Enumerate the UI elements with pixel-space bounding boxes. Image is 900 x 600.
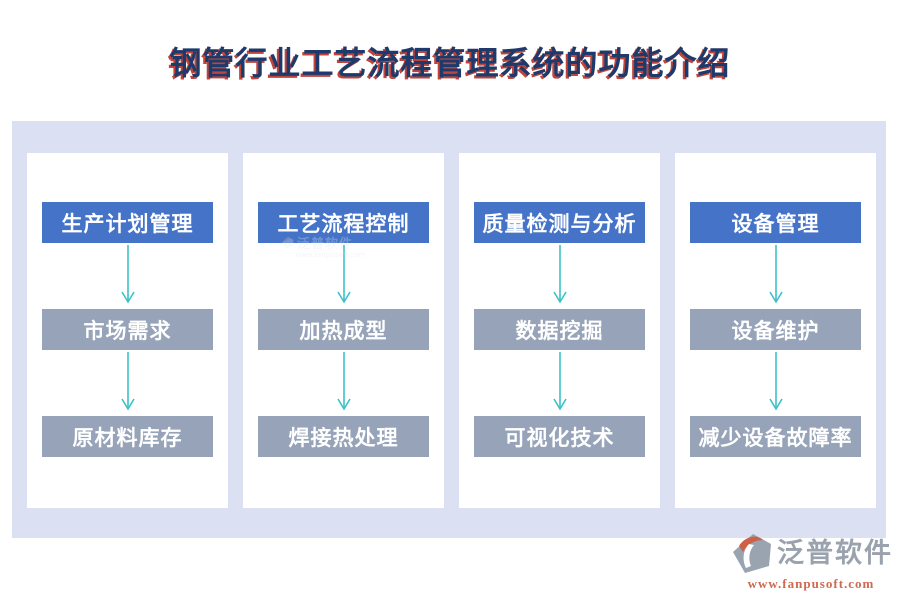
flow-step-box: 加热成型 — [258, 309, 429, 350]
flow-step-box: 可视化技术 — [474, 416, 645, 457]
down-arrow-icon — [119, 243, 137, 309]
down-arrow-icon — [767, 350, 785, 416]
flow-header-box: 生产计划管理 — [42, 202, 213, 243]
flow-column-production-planning: 生产计划管理 市场需求 原材料库存 — [27, 153, 228, 508]
flow-step-box: 焊接热处理 — [258, 416, 429, 457]
watermark-url: www.fanpusoft.com — [296, 252, 366, 259]
flow-step-box: 原材料库存 — [42, 416, 213, 457]
down-arrow-icon — [335, 350, 353, 416]
flow-column-quality-analysis: 质量检测与分析 数据挖掘 可视化技术 — [459, 153, 660, 508]
flow-header-box: 质量检测与分析 — [474, 202, 645, 243]
flow-header-box: 工艺流程控制 — [258, 202, 429, 243]
flow-step-box: 数据挖掘 — [474, 309, 645, 350]
flow-step-box: 设备维护 — [690, 309, 861, 350]
flow-board: 生产计划管理 市场需求 原材料库存 工艺流程控制 泛普软件 www.fanpus… — [12, 121, 886, 538]
flow-step-box: 市场需求 — [42, 309, 213, 350]
flow-column-equipment-management: 设备管理 设备维护 减少设备故障率 — [675, 153, 876, 508]
down-arrow-icon — [119, 350, 137, 416]
brand-url: www.fanpusoft.com — [747, 576, 875, 591]
brand-name: 泛普软件 — [777, 537, 893, 568]
down-arrow-icon — [551, 243, 569, 309]
fanpu-logo-icon — [733, 534, 771, 573]
flow-header-box: 设备管理 — [690, 202, 861, 243]
down-arrow-icon — [551, 350, 569, 416]
page-title: 钢管行业工艺流程管理系统的功能介绍 — [169, 45, 731, 81]
brand-logo: 泛普软件 www.fanpusoft.com — [729, 532, 893, 592]
down-arrow-icon — [767, 243, 785, 309]
flow-column-process-control: 工艺流程控制 泛普软件 www.fanpusoft.com 加热成型 焊接热处理 — [243, 153, 444, 508]
flow-step-box: 减少设备故障率 — [690, 416, 861, 457]
down-arrow-icon — [335, 243, 353, 309]
